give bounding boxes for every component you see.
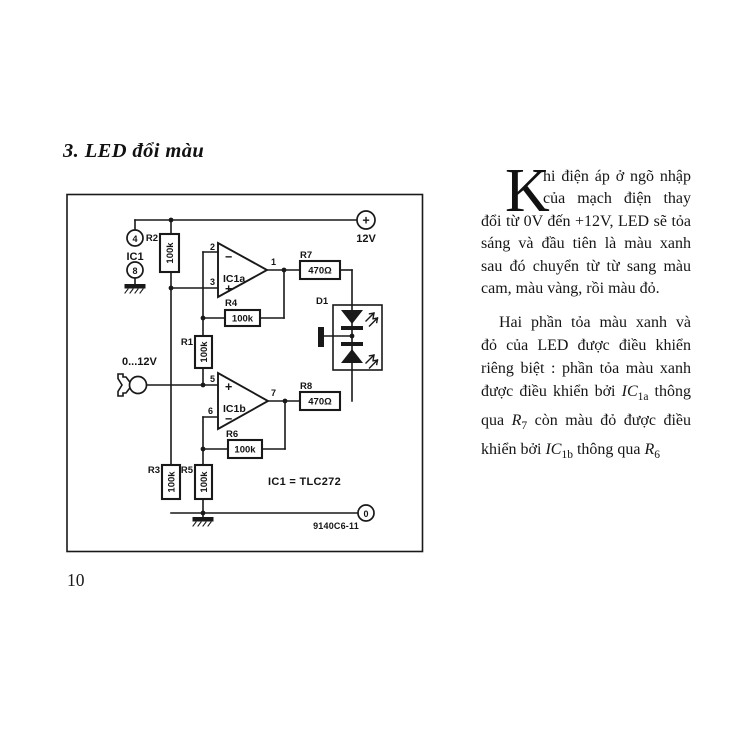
- text-line: đổi từ 0V đến +12V, LED sẽ tỏa: [481, 212, 691, 230]
- ic-type-note: IC1 = TLC272: [268, 476, 341, 488]
- text-line: cam, màu vàng, rồi màu đỏ.: [481, 280, 660, 298]
- zero-supply-terminal: [357, 504, 375, 522]
- ic-power-pins: 4 IC1 8: [126, 229, 144, 279]
- ic-pin4-label: 4: [132, 234, 137, 244]
- resistor-r6: 100k R6: [226, 429, 264, 460]
- plus-supply-terminal: [356, 210, 376, 230]
- opamp-a-triangle: [217, 241, 269, 299]
- opamp-a-label: IC1a: [223, 273, 245, 285]
- led-top-triangle-icon: [341, 310, 363, 324]
- paragraph-1: K hi điện áp ở ngõ nhập của mạch điện th…: [481, 160, 691, 300]
- text-line: sau đó chuyển từ từ sang màu: [481, 257, 691, 275]
- resistor-r8-value: 470Ω: [308, 397, 332, 408]
- figure-frame: [66, 193, 424, 553]
- opamp-b-pin6: 6: [208, 406, 213, 416]
- text-line: sáng và đầu tiên là màu xanh: [481, 235, 691, 253]
- supply-voltage-label: 12V: [356, 233, 376, 245]
- resistor-r1-value: 100k: [199, 341, 210, 363]
- resistor-r1-ref: R1: [181, 337, 194, 348]
- resistor-r5: 100k R5: [181, 463, 214, 501]
- resistor-r3-value: 100k: [167, 471, 178, 493]
- ground-symbol-bottom: [192, 517, 214, 527]
- text-line: khiển bởi IC1b thông qua R6: [481, 441, 661, 462]
- resistor-r5-value: 100k: [199, 471, 210, 493]
- opamp-a-minus-sign: −: [225, 250, 232, 264]
- input-terminal-circle: [128, 375, 148, 395]
- resistor-r7-value: 470Ω: [308, 266, 332, 277]
- text-line: của mạch điện thay: [543, 190, 691, 208]
- text-line: qua R7 còn màu đỏ được điều: [481, 412, 691, 433]
- resistor-r2-value: 100k: [165, 242, 176, 264]
- ic-pin4-circle: [126, 229, 144, 247]
- led-bottom-triangle-icon: [341, 349, 363, 363]
- opamp-b-plus-sign: +: [225, 380, 232, 394]
- resistor-r7: 470Ω R7: [298, 250, 342, 281]
- led-d1-ref: D1: [316, 296, 329, 307]
- text-line: được điều khiển bởi IC1a thông: [481, 383, 692, 404]
- section-title: 3. LED đổi màu: [63, 140, 205, 162]
- dropcap-letter: K: [505, 157, 550, 225]
- text-line: riêng biệt : phần tỏa màu xanh: [481, 360, 691, 378]
- figure-reference-number: 9140C6-11: [313, 521, 359, 531]
- led-d1: D1: [316, 296, 383, 371]
- plus-supply-sign: +: [362, 214, 369, 228]
- resistor-r2: 100k R2: [146, 232, 181, 274]
- resistor-r7-ref: R7: [300, 250, 312, 261]
- junction-dots: [168, 217, 355, 516]
- supply-terminals: + 12V 0: [356, 210, 376, 522]
- resistor-r8: 470Ω R8: [298, 381, 342, 412]
- plug-icon: [117, 373, 133, 397]
- opamp-a-pin1: 1: [271, 257, 276, 267]
- opamp-a-pin2: 2: [210, 242, 215, 252]
- resistor-r1: 100k R1: [181, 334, 214, 370]
- opamp-b-label: IC1b: [223, 403, 246, 415]
- ic-pin8-circle: [126, 261, 144, 279]
- opamp-ic1b: + − IC1b 5 6 7: [208, 371, 276, 431]
- input-voltage-label: 0...12V: [122, 356, 158, 368]
- opamp-b-minus-sign: −: [225, 412, 232, 426]
- resistor-r2-ref: R2: [146, 233, 158, 244]
- resistor-r4-ref: R4: [225, 298, 238, 309]
- input-connector: 0...12V: [117, 356, 158, 397]
- zero-supply-sign: 0: [363, 509, 368, 519]
- resistor-r5-ref: R5: [181, 465, 194, 476]
- opamp-a-pin3: 3: [210, 277, 215, 287]
- opamp-b-triangle: [217, 371, 270, 431]
- opamp-ic1a: − + IC1a 2 3 1: [210, 241, 276, 299]
- paragraph-2: Hai phần tỏa màu xanh và đỏ của LED được…: [481, 311, 691, 467]
- opamp-a-plus-sign: +: [225, 282, 232, 296]
- resistor-r3: 100k R3: [148, 463, 182, 501]
- page-number: 10: [67, 570, 85, 590]
- led-common-terminal-bar: [318, 327, 324, 347]
- ground-symbol-top: [124, 284, 146, 294]
- text-line: Hai phần tỏa màu xanh và: [499, 314, 691, 332]
- resistor-r6-ref: R6: [226, 429, 238, 440]
- ic-name-label: IC1: [126, 251, 143, 263]
- ic-pin8-label: 8: [132, 266, 137, 276]
- opamp-b-pin5: 5: [210, 374, 215, 384]
- text-line: đỏ của LED được điều khiển: [481, 337, 691, 355]
- resistor-r8-ref: R8: [300, 381, 312, 392]
- resistor-r4-value: 100k: [232, 314, 254, 325]
- resistor-r6-value: 100k: [234, 445, 256, 456]
- text-line: hi điện áp ở ngõ nhập: [543, 168, 691, 185]
- resistor-r4: 100k R4: [223, 298, 262, 328]
- body-text-column: K hi điện áp ở ngõ nhập của mạch điện th…: [481, 160, 691, 467]
- resistor-r3-ref: R3: [148, 465, 160, 476]
- opamp-b-pin7: 7: [271, 388, 276, 398]
- circuit-schematic: + 12V 0 4 IC1 8: [66, 193, 424, 553]
- circuit-figure: + 12V 0 4 IC1 8: [65, 193, 425, 553]
- led-light-arrows-icon: [365, 312, 379, 369]
